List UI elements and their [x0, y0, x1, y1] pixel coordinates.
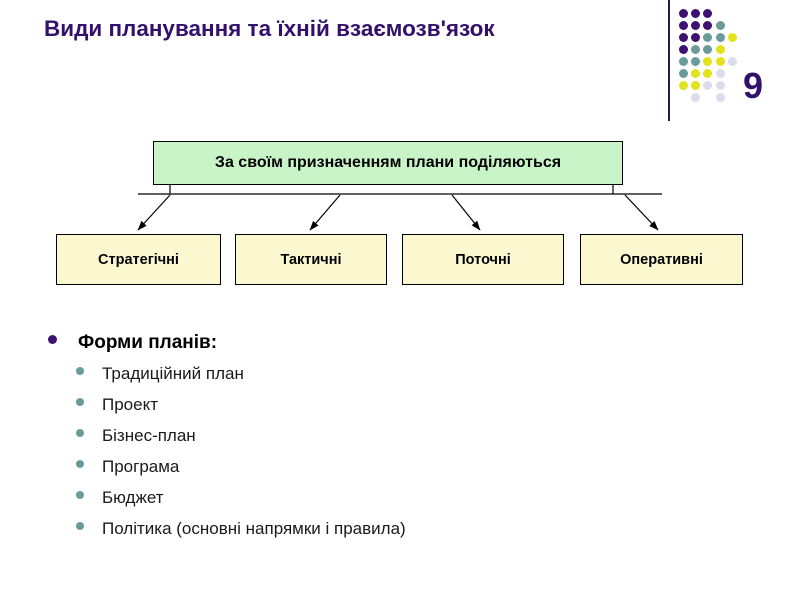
- page-number: 9: [743, 65, 764, 106]
- bullet-marker-icon: [76, 367, 84, 375]
- bullet-item-label: Бюджет: [102, 488, 164, 507]
- decorative-dot-grid: [679, 9, 745, 105]
- connector-arrow-0: [137, 194, 171, 231]
- header-divider: [668, 0, 670, 121]
- decorative-dot: [703, 57, 713, 66]
- decorative-dot: [691, 45, 701, 54]
- bullet-item-label: Традиційний план: [102, 364, 244, 383]
- decorative-dot: [691, 9, 701, 18]
- list-item: Програма: [48, 457, 748, 488]
- decorative-dot: [679, 81, 688, 90]
- connector-arrow-1: [309, 194, 341, 231]
- decorative-dot: [703, 45, 713, 54]
- list-item: Традиційний план: [48, 364, 748, 395]
- decorative-dot: [703, 9, 713, 18]
- diagram-leaf-label: Стратегічні: [98, 251, 179, 268]
- bullet-item-label: Програма: [102, 457, 180, 476]
- bullet-marker-icon: [76, 429, 84, 437]
- bullet-item-label: Проект: [102, 395, 158, 414]
- decorative-dot: [715, 57, 725, 66]
- decorative-dot: [727, 33, 737, 42]
- decorative-dot: [703, 21, 713, 30]
- decorative-dot: [679, 33, 688, 42]
- diagram-root-label: За своїм призначенням плани поділяються: [214, 154, 562, 171]
- decorative-dot: [715, 69, 725, 78]
- decorative-dot: [703, 69, 713, 78]
- page-title: Види планування та їхній взаємозв'язок: [44, 16, 495, 41]
- decorative-dot: [691, 21, 701, 30]
- diagram-leaf-box-operational[interactable]: Оперативні: [580, 234, 743, 285]
- decorative-dot: [715, 33, 725, 42]
- bullet-marker-icon: [76, 460, 84, 468]
- decorative-dot: [679, 45, 688, 54]
- bullet-item-label: Бізнес-план: [102, 426, 196, 445]
- decorative-dot: [679, 9, 688, 18]
- diagram-leaf-label: Тактичні: [280, 251, 342, 268]
- list-item: Форми планів:: [48, 332, 748, 364]
- diagram-leaf-box-tactical[interactable]: Тактичні: [235, 234, 387, 285]
- decorative-dot: [715, 93, 725, 102]
- bullet-heading-label: Форми планів:: [78, 332, 218, 353]
- bullet-marker-icon: [48, 335, 57, 344]
- diagram-root-box[interactable]: За своїм призначенням плани поділяються: [153, 141, 623, 185]
- list-item: Бюджет: [48, 488, 748, 519]
- decorative-dot: [715, 21, 725, 30]
- list-item: Бізнес-план: [48, 426, 748, 457]
- diagram-leaf-box-strategic[interactable]: Стратегічні: [56, 234, 221, 285]
- list-item: Проект: [48, 395, 748, 426]
- decorative-dot: [715, 45, 725, 54]
- bullet-marker-icon: [76, 491, 84, 499]
- bullet-marker-icon: [76, 398, 84, 406]
- decorative-dot: [679, 69, 688, 78]
- bullet-marker-icon: [76, 522, 84, 530]
- decorative-dot: [679, 57, 688, 66]
- decorative-dot: [727, 57, 737, 66]
- bullet-item-label: Політика (основні напрямки і правила): [102, 519, 406, 538]
- decorative-dot: [691, 33, 701, 42]
- decorative-dot: [715, 81, 725, 90]
- decorative-dot: [703, 33, 713, 42]
- connector-arrow-2: [451, 194, 481, 231]
- decorative-dot: [691, 57, 701, 66]
- decorative-dot: [691, 81, 701, 90]
- connector-arrow-3: [624, 194, 659, 231]
- decorative-dot: [703, 81, 713, 90]
- diagram-leaf-label: Поточні: [455, 251, 511, 268]
- diagram-leaf-label: Оперативні: [620, 251, 703, 268]
- list-item: Політика (основні напрямки і правила): [48, 519, 748, 550]
- decorative-dot: [691, 93, 701, 102]
- decorative-dot: [691, 69, 701, 78]
- diagram-leaf-box-current[interactable]: Поточні: [402, 234, 564, 285]
- decorative-dot: [679, 21, 688, 30]
- bullet-list: Форми планів: Традиційний план Проект Бі…: [48, 332, 748, 550]
